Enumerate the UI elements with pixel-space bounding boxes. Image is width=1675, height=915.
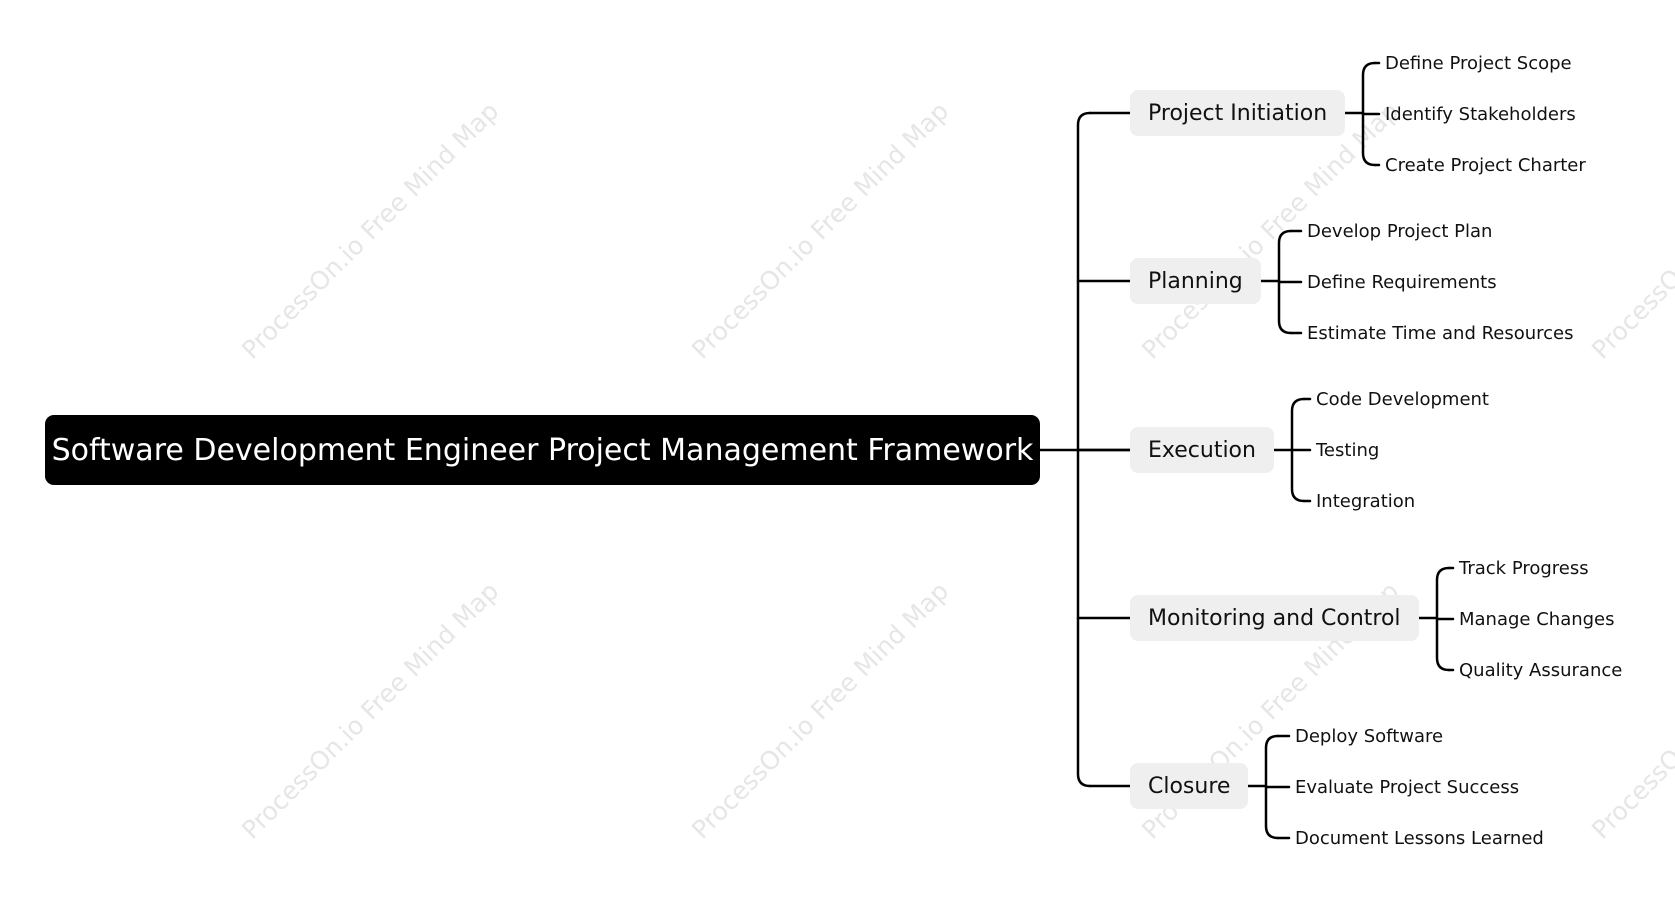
leaf-define-project-scope[interactable]: Define Project Scope xyxy=(1385,52,1572,74)
leaf-document-lessons-learned[interactable]: Document Lessons Learned xyxy=(1295,827,1544,849)
branch-label: Monitoring and Control xyxy=(1148,605,1401,631)
leaf-define-requirements[interactable]: Define Requirements xyxy=(1307,271,1497,293)
leaf-quality-assurance[interactable]: Quality Assurance xyxy=(1459,659,1623,681)
branch-node-project-initiation[interactable]: Project Initiation xyxy=(1130,90,1346,136)
branch-label: Planning xyxy=(1148,268,1243,294)
root-node[interactable]: Software Development Engineer Project Ma… xyxy=(45,415,1040,485)
leaf-identify-stakeholders[interactable]: Identify Stakeholders xyxy=(1385,103,1576,125)
leaf-evaluate-project-success[interactable]: Evaluate Project Success xyxy=(1295,776,1520,798)
leaf-code-development[interactable]: Code Development xyxy=(1316,388,1489,410)
branch-node-execution[interactable]: Execution xyxy=(1130,427,1274,473)
leaf-deploy-software[interactable]: Deploy Software xyxy=(1295,725,1444,747)
root-node-label: Software Development Engineer Project Ma… xyxy=(51,432,1034,468)
leaf-testing[interactable]: Testing xyxy=(1316,439,1380,461)
leaf-manage-changes[interactable]: Manage Changes xyxy=(1459,608,1615,630)
leaf-estimate-time-and-resources[interactable]: Estimate Time and Resources xyxy=(1307,322,1574,344)
leaf-integration[interactable]: Integration xyxy=(1316,490,1416,512)
branch-node-closure[interactable]: Closure xyxy=(1130,763,1249,809)
branch-label: Execution xyxy=(1148,437,1256,463)
leaf-develop-project-plan[interactable]: Develop Project Plan xyxy=(1307,220,1493,242)
leaf-create-project-charter[interactable]: Create Project Charter xyxy=(1385,154,1586,176)
branch-label: Project Initiation xyxy=(1148,100,1328,126)
branch-node-monitoring-and-control[interactable]: Monitoring and Control xyxy=(1130,595,1419,641)
branch-node-planning[interactable]: Planning xyxy=(1130,258,1261,304)
branch-label: Closure xyxy=(1148,773,1231,799)
leaf-track-progress[interactable]: Track Progress xyxy=(1459,557,1589,579)
